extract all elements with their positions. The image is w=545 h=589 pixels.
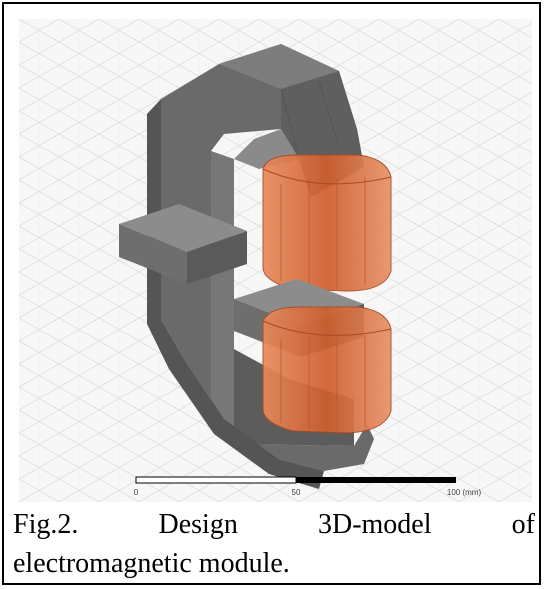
caption-word: Fig.2. xyxy=(13,509,79,540)
lower-coil xyxy=(262,306,392,434)
figure-caption: Fig.2. Design 3D-model of electromagneti… xyxy=(13,505,535,583)
caption-line-1: Fig.2. Design 3D-model of xyxy=(13,505,535,544)
scale-bar: 0 50 100 (mm) xyxy=(134,476,482,497)
caption-word: 3D-model xyxy=(317,509,432,540)
scale-tick-label: 50 xyxy=(292,488,301,497)
figure-3d-model: 0 50 100 (mm) xyxy=(19,19,532,502)
model-render: 0 50 100 (mm) xyxy=(19,19,532,502)
scale-tick-label: 0 xyxy=(134,488,139,497)
caption-word: of xyxy=(511,509,535,540)
caption-line-2: electromagnetic module. xyxy=(13,548,290,579)
upper-coil xyxy=(262,154,392,292)
scale-tick-label: 100 (mm) xyxy=(447,488,482,497)
caption-word: Design xyxy=(158,509,238,540)
figure-frame: 0 50 100 (mm) Fig.2. Design 3D-model of … xyxy=(2,2,541,585)
scale-bar-light-segment xyxy=(135,476,297,484)
scale-bar-dark-segment xyxy=(296,477,456,483)
left-pole-shoe xyxy=(119,204,247,284)
